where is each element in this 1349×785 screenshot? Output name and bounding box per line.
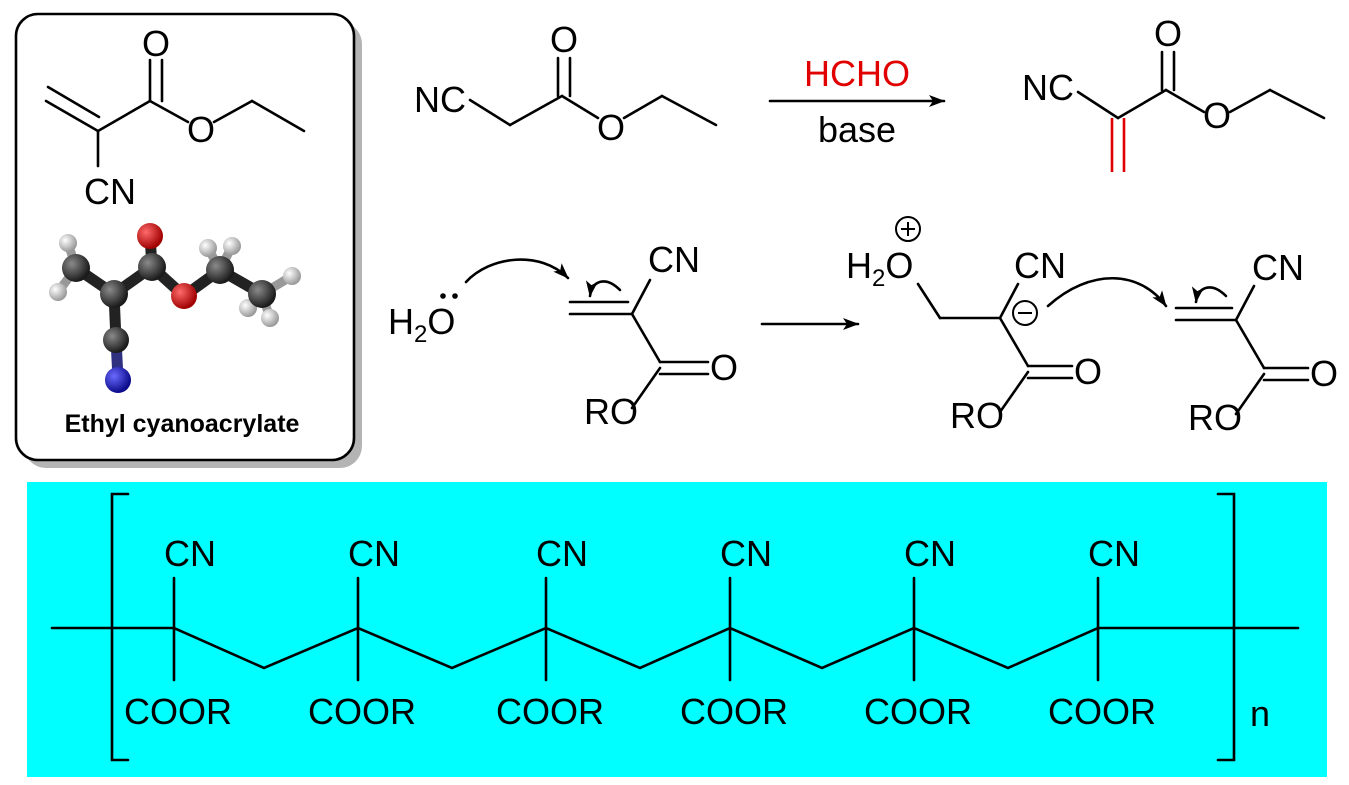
atom-H	[283, 267, 301, 285]
intermediate-O: O	[1074, 351, 1102, 392]
monomer-2: CN O RO	[1174, 247, 1338, 438]
synthesis-arrow: HCHO base	[768, 53, 946, 150]
curved-arrow-propagation	[1046, 277, 1168, 308]
intermediate-RO: RO	[950, 395, 1004, 436]
unit-CN: CN	[720, 533, 772, 574]
atom-O	[137, 223, 163, 249]
inset-panel: O O CN	[14, 12, 362, 468]
product-ester-O: O	[1203, 95, 1231, 136]
water-H: H2O	[388, 301, 455, 348]
atom-N	[105, 367, 131, 393]
atom-C	[206, 256, 234, 284]
atom-C	[248, 280, 276, 308]
lone-pair-dot	[452, 293, 458, 299]
inset-structure: O O CN	[44, 23, 306, 212]
monomer-1: CN O RO	[568, 239, 738, 432]
reagent-hcho: HCHO	[804, 53, 910, 94]
monomer2-RO: RO	[1188, 397, 1242, 438]
atom-H	[49, 283, 67, 301]
ball-and-stick-model	[49, 223, 301, 393]
reactant-ester-O: O	[597, 107, 625, 148]
unit-COOR: COOR	[1048, 691, 1156, 732]
atom-O	[171, 283, 197, 309]
oxonium: H2O	[846, 245, 913, 292]
product-carbonyl-O: O	[1154, 13, 1182, 54]
lone-pair-dot	[440, 293, 446, 299]
repeat-unit: CN COOR	[496, 533, 604, 732]
inset-border	[14, 12, 356, 462]
atom-H	[223, 237, 241, 255]
water-nucleophile: H2O	[388, 258, 570, 348]
unit-COOR: COOR	[680, 691, 788, 732]
atom-H	[261, 309, 279, 327]
unit-CN: CN	[348, 533, 400, 574]
intermediate: H2O CN O RO	[846, 216, 1168, 436]
curved-arrow-pi	[585, 280, 622, 298]
polymer-units: CN COOR CN COOR CN COOR CN COOR CN COOR CN COOR	[124, 533, 1156, 732]
monomer2-O: O	[1310, 353, 1338, 394]
unit-COOR: COOR	[864, 691, 972, 732]
minus-charge	[1012, 300, 1038, 326]
unit-CN: CN	[164, 533, 216, 574]
unit-CN: CN	[904, 533, 956, 574]
unit-COOR: COOR	[496, 691, 604, 732]
inset-CN: CN	[84, 171, 136, 212]
monomer1-CN: CN	[648, 239, 700, 280]
monomer2-CN: CN	[1252, 247, 1304, 288]
curved-arrow-pi-2	[1191, 286, 1228, 304]
repeat-unit: CN COOR	[1048, 533, 1156, 732]
repeat-unit: CN COOR	[124, 533, 232, 732]
atom-H	[59, 234, 77, 252]
unit-CN: CN	[536, 533, 588, 574]
repeat-unit: CN COOR	[680, 533, 788, 732]
repeat-unit: CN COOR	[308, 533, 416, 732]
repeat-unit: CN COOR	[864, 533, 972, 732]
atom-C	[62, 254, 90, 282]
atom-C	[138, 253, 166, 281]
reactant-carbonyl-O: O	[550, 19, 578, 60]
unit-CN: CN	[1088, 533, 1140, 574]
polymer-panel: n CN COOR CN COOR CN COOR CN COOR CN COOR CN COOR	[27, 482, 1327, 777]
monomer1-RO: RO	[584, 391, 638, 432]
unit-COOR: COOR	[124, 691, 232, 732]
intermediate-CN: CN	[1014, 245, 1066, 286]
atom-C	[100, 280, 128, 308]
plus-charge	[895, 216, 921, 242]
reactant-NC: NC	[414, 79, 466, 120]
synthesis-reactant: NC O O	[414, 19, 718, 148]
curved-arrow-attack	[464, 258, 570, 284]
unit-COOR: COOR	[308, 691, 416, 732]
atom-H	[199, 239, 217, 257]
monomer1-O: O	[710, 347, 738, 388]
inset-ester-O: O	[187, 109, 215, 150]
synthesis-product: NC O O	[1022, 13, 1326, 172]
inset-caption: Ethyl cyanoacrylate	[65, 410, 300, 438]
polymer-backbone	[50, 626, 1300, 670]
inset-carbonyl-O: O	[142, 23, 170, 64]
repeat-subscript: n	[1250, 693, 1270, 734]
reagent-base: base	[818, 109, 896, 150]
product-NC: NC	[1022, 67, 1074, 108]
atom-C	[103, 327, 129, 353]
polymer-background	[27, 482, 1327, 777]
